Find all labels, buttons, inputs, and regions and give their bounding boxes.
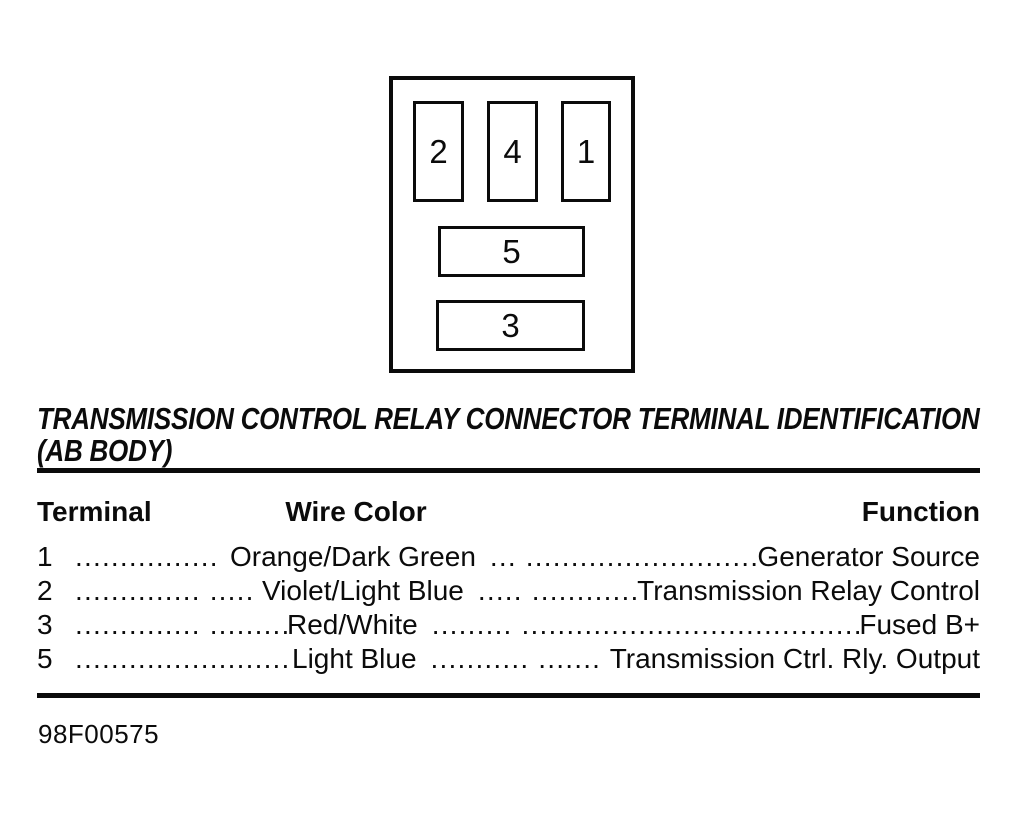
figure-title-line2: (AB BODY) bbox=[37, 435, 997, 467]
figure-title-line2-text: (AB BODY) bbox=[37, 433, 173, 468]
table-row: 5 ........................ Light Blue ..… bbox=[37, 642, 980, 676]
function-value: Fused B+ bbox=[859, 609, 980, 640]
terminal-box-4-label: 4 bbox=[503, 132, 522, 170]
terminal-table: 1 ................ Orange/Dark Green ...… bbox=[37, 540, 980, 676]
terminal-box-5-label: 5 bbox=[502, 232, 521, 270]
terminal-number: 1 bbox=[37, 541, 53, 572]
dot-leader: ......... ..............................… bbox=[431, 609, 860, 640]
table-row: 3 .............. ......... Red/White ...… bbox=[37, 608, 980, 642]
function-value: Generator Source bbox=[757, 541, 980, 572]
terminal-number: 3 bbox=[37, 609, 53, 640]
wire-color-value: Violet/Light Blue bbox=[262, 575, 464, 606]
figure-title: TRANSMISSION CONTROL RELAY CONNECTOR TER… bbox=[37, 403, 997, 467]
column-header-function: Function bbox=[861, 496, 980, 527]
dot-leader: ... ....................................… bbox=[489, 541, 758, 572]
terminal-box-2: 2 bbox=[413, 101, 464, 202]
column-header-terminal: Terminal bbox=[37, 496, 152, 527]
figure-title-line1-text: TRANSMISSION CONTROL RELAY CONNECTOR TER… bbox=[37, 401, 980, 436]
table-header-row: Terminal Wire Color Function bbox=[37, 496, 980, 528]
dot-leader: ..... .................. bbox=[477, 575, 637, 606]
column-header-wire-color: Wire Color bbox=[285, 496, 427, 527]
terminal-box-2-label: 2 bbox=[429, 132, 448, 170]
dot-leader: ................ bbox=[75, 541, 219, 572]
table-row: 1 ................ Orange/Dark Green ...… bbox=[37, 540, 980, 574]
terminal-box-1-label: 1 bbox=[576, 132, 596, 170]
terminal-box-3: 3 bbox=[436, 300, 585, 351]
terminal-box-4: 4 bbox=[487, 101, 538, 202]
connector-diagram: 2 4 1 5 3 bbox=[389, 76, 635, 373]
terminal-number: 5 bbox=[37, 643, 53, 674]
terminal-box-1: 1 bbox=[561, 101, 611, 202]
terminal-box-3-label: 3 bbox=[501, 306, 520, 344]
wire-color-value: Red/White bbox=[287, 609, 418, 640]
dot-leader: ........................ bbox=[75, 643, 291, 674]
title-divider-rule bbox=[37, 468, 980, 473]
dot-leader: .............. ......... bbox=[75, 609, 287, 640]
dot-leader: .............. ..... bbox=[75, 575, 255, 606]
figure-id: 98F00575 bbox=[38, 719, 160, 749]
function-value: Transmission Relay Control bbox=[637, 575, 980, 606]
wire-color-value: Orange/Dark Green bbox=[230, 541, 476, 572]
figure-title-line1: TRANSMISSION CONTROL RELAY CONNECTOR TER… bbox=[37, 403, 997, 435]
terminal-number: 2 bbox=[37, 575, 53, 606]
function-value: Transmission Ctrl. Rly. Output bbox=[609, 643, 980, 674]
terminal-box-5: 5 bbox=[438, 226, 585, 277]
dot-leader: ........... ....... bbox=[430, 643, 602, 674]
table-row: 2 .............. ..... Violet/Light Blue… bbox=[37, 574, 980, 608]
bottom-divider-rule bbox=[37, 693, 980, 698]
wire-color-value: Light Blue bbox=[292, 643, 417, 674]
